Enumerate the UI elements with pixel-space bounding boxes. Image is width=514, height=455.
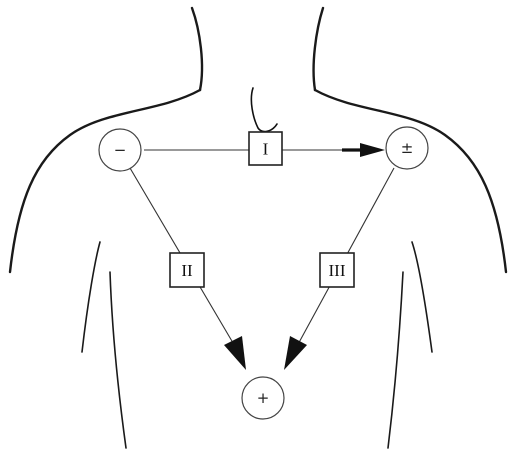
- lead-1-box-frame: [248, 131, 283, 166]
- torso-outline: [8, 6, 508, 449]
- left-flank-outline: [109, 271, 127, 449]
- lead-3-label: III: [329, 261, 346, 280]
- lead-1-arrowhead: [360, 143, 385, 157]
- lead-2-box: II: [169, 252, 205, 288]
- right-arm-fold: [411, 241, 433, 353]
- lead-3-box-frame: [319, 252, 355, 288]
- lead-1-label: I: [263, 140, 269, 159]
- electrode-right-arm-symbol: −: [114, 141, 127, 159]
- electrode-right-arm-circle: [98, 128, 142, 172]
- electrode-left-arm-symbol: ±: [401, 139, 414, 157]
- electrode-left-arm: ±: [385, 126, 429, 170]
- lead-3-box: III: [319, 252, 355, 288]
- lead-3-arrowhead: [284, 336, 307, 370]
- neck-left-outline: [190, 6, 204, 92]
- electrode-left-arm-circle: [385, 126, 429, 170]
- right-flank-outline: [387, 271, 404, 449]
- left-arm-fold: [81, 241, 101, 353]
- lead-2-arrowhead: [224, 336, 246, 370]
- neck-right-outline: [312, 6, 325, 92]
- lead-2-box-frame: [169, 252, 205, 288]
- pen-scribble-mark: [250, 87, 278, 133]
- electrode-left-leg-circle: [241, 376, 285, 420]
- electrode-left-leg: +: [241, 376, 285, 420]
- shoulder-right-outline: [313, 88, 508, 274]
- lead-1-box: I: [248, 131, 283, 166]
- electrode-right-arm: −: [98, 128, 142, 172]
- lead-2-label: II: [181, 261, 193, 280]
- shoulder-left-outline: [8, 88, 202, 274]
- electrode-left-leg-symbol: +: [257, 389, 270, 407]
